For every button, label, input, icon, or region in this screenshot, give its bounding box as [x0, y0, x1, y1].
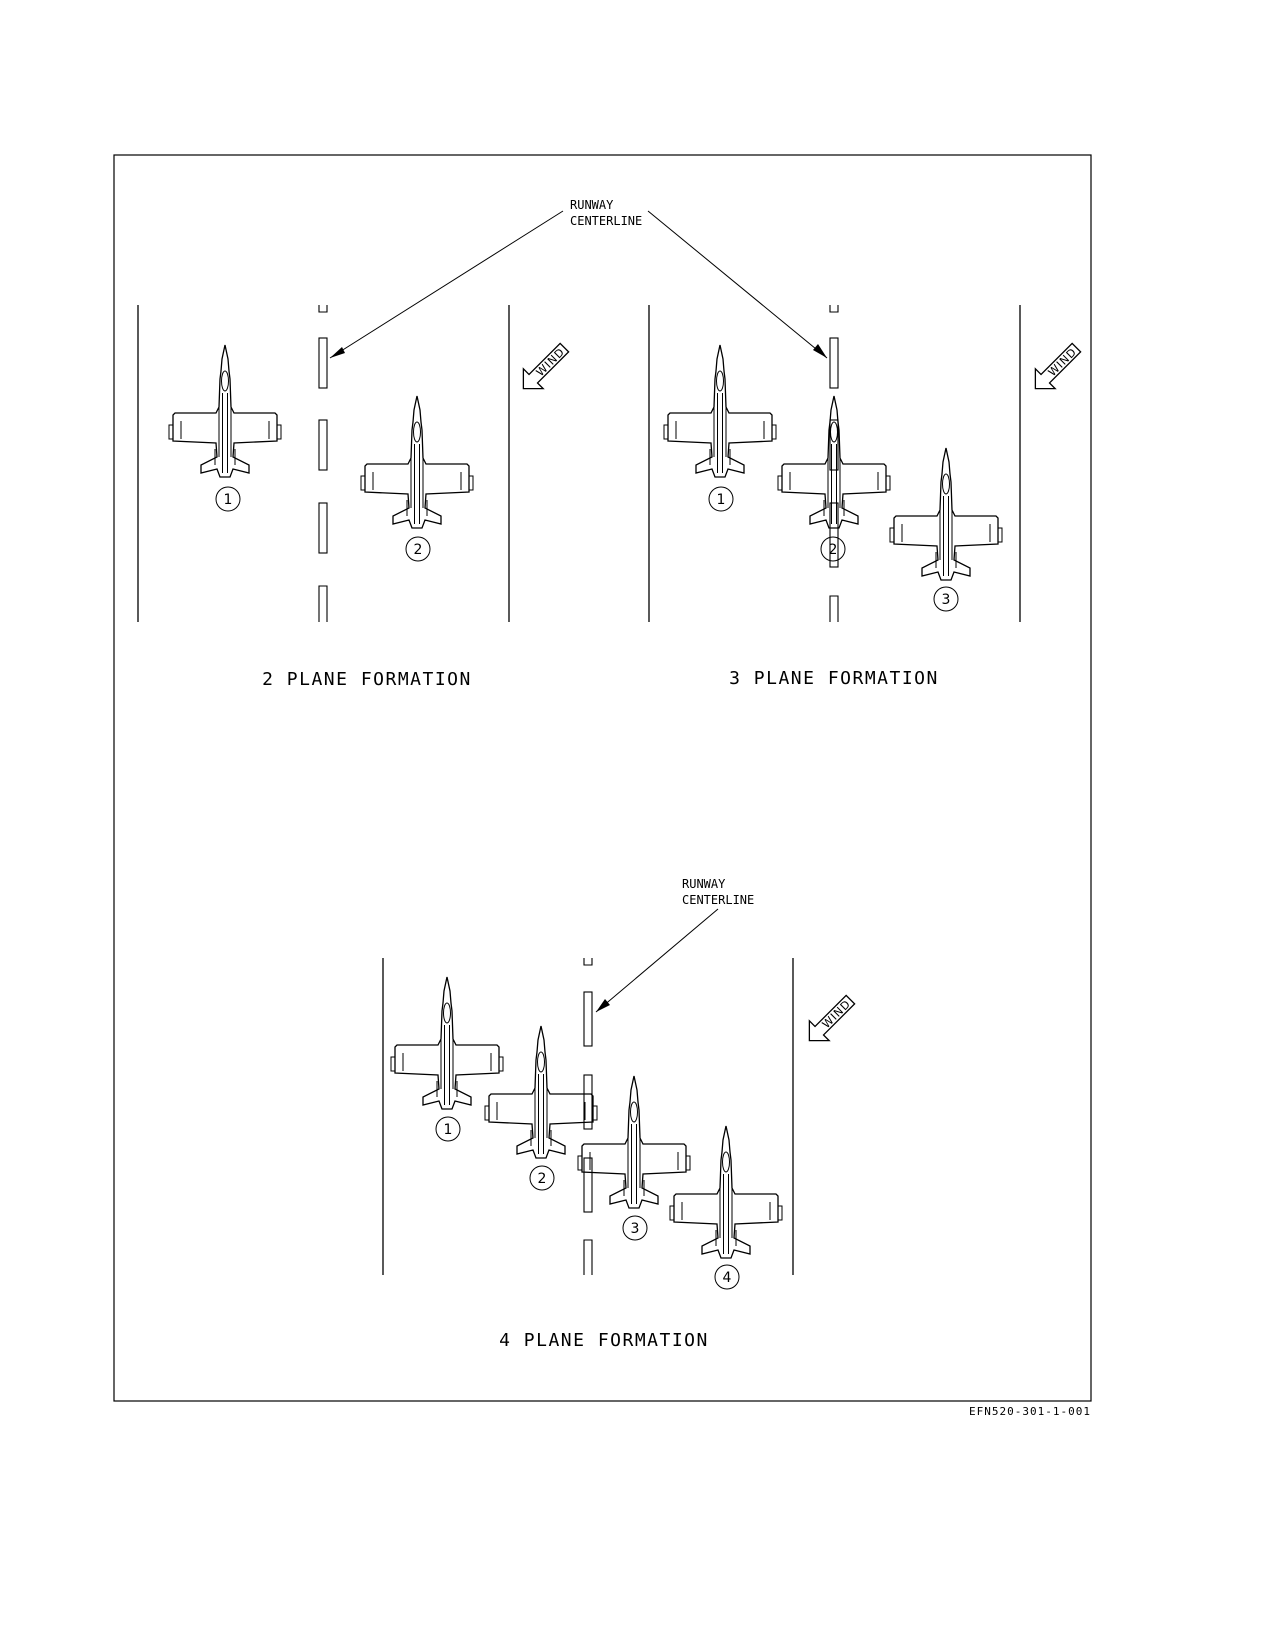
svg-text:WIND: WIND [534, 345, 568, 379]
aircraft-number-1: 1 [708, 486, 734, 512]
runway-centerline [318, 305, 328, 622]
formation-2-plane: 1 2 WIND 2 PLANE FORMATION [137, 305, 575, 690]
aircraft-number-1: 1 [435, 1116, 461, 1142]
wind-arrow-icon: WIND [1024, 337, 1087, 400]
formation-title: 3 PLANE FORMATION [729, 668, 939, 689]
centerline-callout-bottom: RUNWAY CENTERLINE [595, 877, 754, 1013]
aircraft-number-2: 2 [820, 536, 846, 562]
svg-text:1: 1 [717, 492, 726, 508]
wind-arrow-icon: WIND [798, 989, 861, 1052]
svg-text:2: 2 [829, 542, 838, 558]
aircraft-icon [360, 395, 474, 529]
svg-text:1: 1 [224, 492, 233, 508]
figure-frame [113, 154, 1092, 1402]
svg-text:1: 1 [444, 1122, 453, 1138]
aircraft-icon [168, 344, 282, 478]
aircraft-number-1: 1 [215, 486, 241, 512]
aircraft-number-3: 3 [622, 1215, 648, 1241]
aircraft-icon [484, 1025, 598, 1159]
aircraft-number-3: 3 [933, 586, 959, 612]
aircraft-icon [889, 447, 1003, 581]
formation-4-plane: 1 2 3 4 WIND 4 PLANE FORMATION [382, 958, 861, 1351]
svg-text:2: 2 [414, 542, 423, 558]
runway-centerline [829, 305, 839, 622]
svg-text:WIND: WIND [820, 997, 854, 1031]
formation-title: 2 PLANE FORMATION [262, 669, 472, 690]
svg-text:WIND: WIND [1046, 345, 1080, 379]
svg-text:2: 2 [538, 1171, 547, 1187]
formation-3-plane: 1 2 3 WIND 3 PLANE FORMATION [648, 305, 1087, 689]
aircraft-icon [663, 344, 777, 478]
runway-centerline [583, 958, 593, 1275]
callout-label-line2: CENTERLINE [682, 893, 754, 907]
svg-text:4: 4 [723, 1270, 732, 1286]
aircraft-icon [390, 976, 504, 1110]
callout-label-line1: RUNWAY [570, 198, 614, 212]
aircraft-number-2: 2 [405, 536, 431, 562]
aircraft-number-2: 2 [529, 1165, 555, 1191]
aircraft-number-4: 4 [714, 1264, 740, 1290]
figure-id: EFN520-301-1-001 [969, 1405, 1091, 1418]
svg-text:3: 3 [942, 592, 951, 608]
callout-label-line2: CENTERLINE [570, 214, 642, 228]
centerline-callout-top: RUNWAY CENTERLINE [329, 198, 828, 359]
aircraft-icon [577, 1075, 691, 1209]
callout-label-line1: RUNWAY [682, 877, 726, 891]
svg-text:3: 3 [631, 1221, 640, 1237]
formation-title: 4 PLANE FORMATION [499, 1330, 709, 1351]
aircraft-icon [669, 1125, 783, 1259]
wind-arrow-icon: WIND [512, 337, 575, 400]
